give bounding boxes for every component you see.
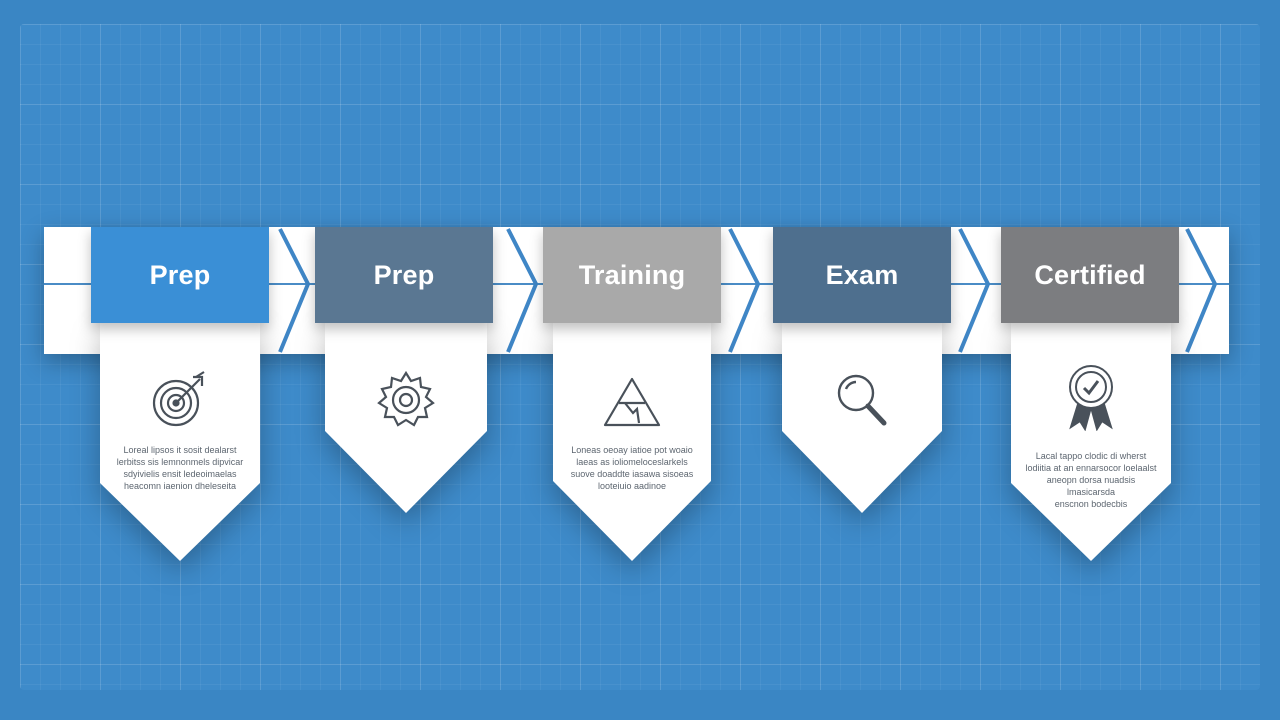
step-4-header: Exam bbox=[773, 227, 951, 323]
step-3: Training Loneas oeoay iatioe pot woaio l… bbox=[543, 227, 721, 561]
step-4-card bbox=[782, 323, 942, 513]
step-3-description: Loneas oeoay iatioe pot woaio laeas as i… bbox=[570, 445, 694, 491]
step-4-title: Exam bbox=[825, 259, 899, 290]
step-2-card bbox=[325, 323, 487, 513]
chevron-arrow-5 bbox=[1185, 228, 1218, 353]
triangle-icon bbox=[553, 375, 711, 431]
step-2-header: Prep bbox=[315, 227, 493, 323]
step-1: Prep Loreal lipsos it sosit dealarst ler… bbox=[91, 227, 269, 561]
step-4: Exam bbox=[773, 227, 951, 513]
chevron-arrow-2 bbox=[506, 228, 539, 353]
chevron-arrow-4 bbox=[958, 228, 991, 353]
chevron-arrow-1 bbox=[278, 228, 311, 353]
step-5: Certified Lacal tappo clodic di wherst l… bbox=[1001, 227, 1179, 561]
magnifier-icon bbox=[782, 369, 942, 431]
step-2: Prep bbox=[315, 227, 493, 513]
step-3-header: Training bbox=[543, 227, 721, 323]
step-1-title: Prep bbox=[149, 259, 211, 290]
step-1-header: Prep bbox=[91, 227, 269, 323]
step-1-card: Loreal lipsos it sosit dealarst lerbitss… bbox=[100, 323, 260, 561]
target-icon bbox=[100, 371, 260, 431]
step-5-header: Certified bbox=[1001, 227, 1179, 323]
step-5-card: Lacal tappo clodic di wherst lodiitia at… bbox=[1011, 323, 1171, 561]
chevron-arrow-3 bbox=[728, 228, 761, 353]
step-3-title: Training bbox=[578, 259, 686, 290]
step-3-card: Loneas oeoay iatioe pot woaio laeas as i… bbox=[553, 323, 711, 561]
step-5-description: Lacal tappo clodic di wherst lodiitia at… bbox=[1025, 451, 1157, 509]
step-5-title: Certified bbox=[1034, 259, 1146, 290]
gear-icon bbox=[325, 369, 487, 431]
step-2-title: Prep bbox=[373, 259, 435, 290]
step-1-description: Loreal lipsos it sosit dealarst lerbitss… bbox=[116, 445, 244, 491]
award-ribbon-icon bbox=[1011, 363, 1171, 431]
